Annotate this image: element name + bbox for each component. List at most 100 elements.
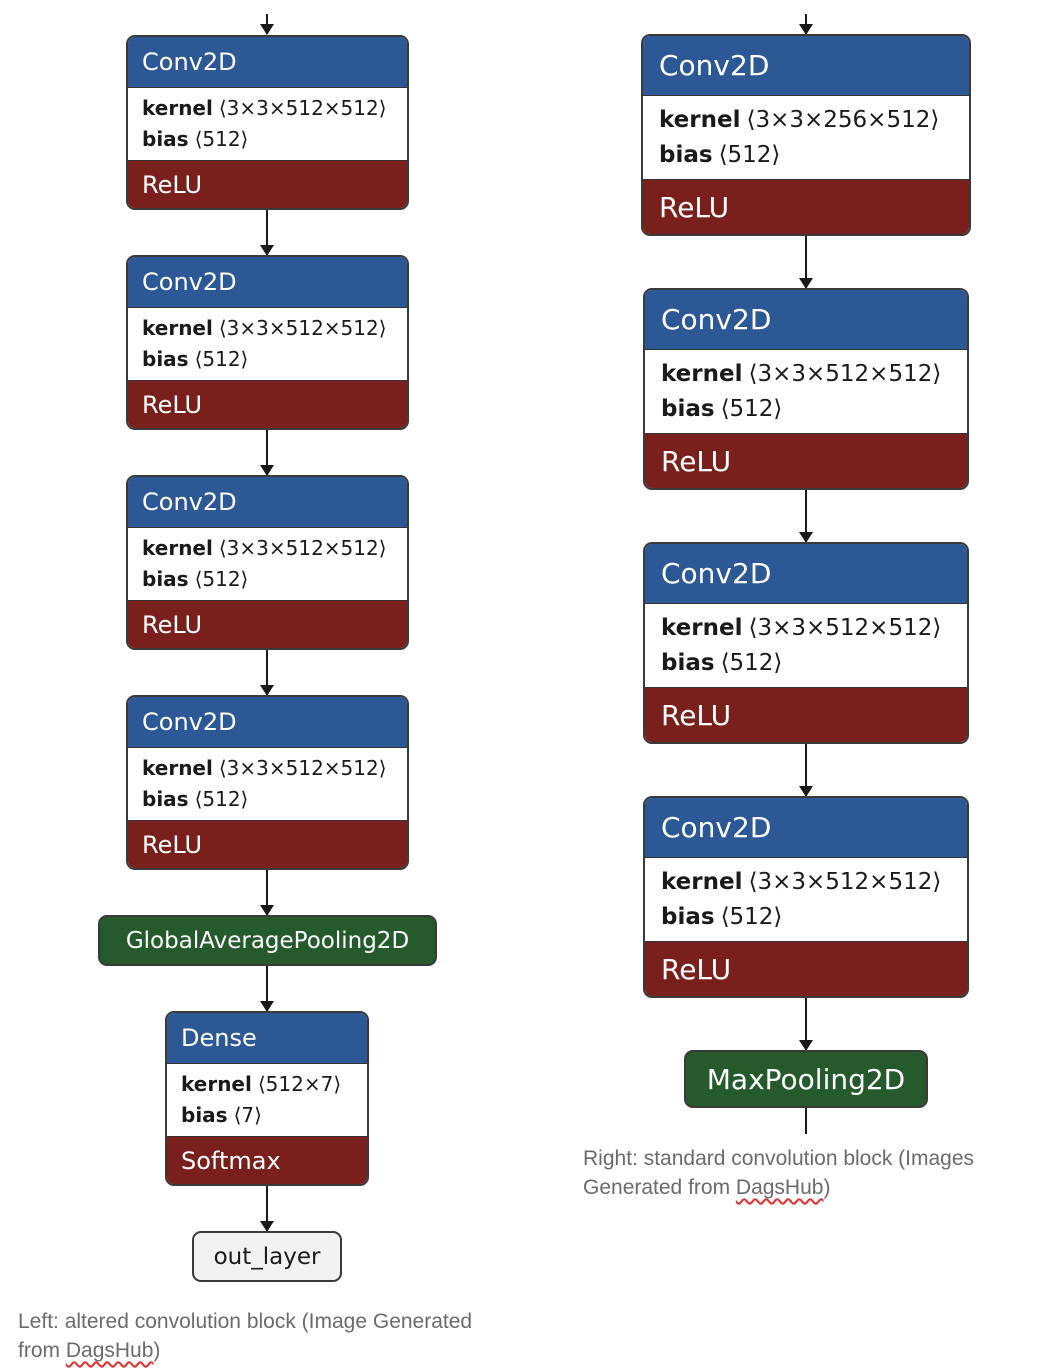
kernel-label: kernel xyxy=(142,536,213,560)
kernel-row: kernel⟨3×3×256×512⟩ xyxy=(659,103,969,138)
kernel-label: kernel xyxy=(142,756,213,780)
left-caption: Left: altered convolution block (Image G… xyxy=(18,1307,508,1365)
kernel-shape: ⟨3×3×512×512⟩ xyxy=(218,756,387,780)
arrow xyxy=(799,14,813,35)
conv2d-layer: Conv2D kernel⟨3×3×512×512⟩ bias⟨512⟩ ReL… xyxy=(126,35,409,210)
bias-row: bias⟨7⟩ xyxy=(181,1100,367,1131)
bias-label: bias xyxy=(661,395,715,422)
layer-name: Conv2D xyxy=(128,257,407,307)
bias-label: bias xyxy=(661,903,715,930)
bias-label: bias xyxy=(661,649,715,676)
layer-name: Conv2D xyxy=(128,697,407,747)
kernel-label: kernel xyxy=(659,106,741,133)
kernel-shape: ⟨3×3×512×512⟩ xyxy=(748,868,942,895)
kernel-shape: ⟨3×3×512×512⟩ xyxy=(218,96,387,120)
layer-params: kernel⟨3×3×512×512⟩ bias⟨512⟩ xyxy=(645,603,967,688)
arrow xyxy=(260,870,274,916)
layer-name: Conv2D xyxy=(645,798,967,857)
conv2d-layer: Conv2D kernel⟨3×3×512×512⟩ bias⟨512⟩ ReL… xyxy=(643,796,969,998)
activation: ReLU xyxy=(128,381,407,428)
activation: ReLU xyxy=(645,688,967,742)
caption-close: ) xyxy=(823,1176,831,1199)
connector-line xyxy=(805,1108,807,1134)
kernel-label: kernel xyxy=(661,868,743,895)
activation: ReLU xyxy=(643,180,969,234)
kernel-row: kernel⟨512×7⟩ xyxy=(181,1069,367,1100)
dense-layer: Dense kernel⟨512×7⟩ bias⟨7⟩ Softmax xyxy=(165,1011,369,1186)
bias-shape: ⟨512⟩ xyxy=(194,127,249,151)
kernel-label: kernel xyxy=(142,316,213,340)
bias-shape: ⟨512⟩ xyxy=(194,347,249,371)
bias-shape: ⟨512⟩ xyxy=(720,903,783,930)
caption-source: DagsHub xyxy=(735,1176,824,1199)
bias-shape: ⟨512⟩ xyxy=(718,141,781,168)
bias-row: bias⟨512⟩ xyxy=(661,646,967,681)
layer-params: kernel⟨3×3×512×512⟩ bias⟨512⟩ xyxy=(128,307,407,381)
bias-row: bias⟨512⟩ xyxy=(142,564,407,595)
conv2d-layer: Conv2D kernel⟨3×3×512×512⟩ bias⟨512⟩ ReL… xyxy=(643,288,969,490)
bias-shape: ⟨512⟩ xyxy=(194,567,249,591)
kernel-row: kernel⟨3×3×512×512⟩ xyxy=(142,533,407,564)
bias-shape: ⟨512⟩ xyxy=(720,649,783,676)
bias-shape: ⟨512⟩ xyxy=(720,395,783,422)
layer-params: kernel⟨3×3×512×512⟩ bias⟨512⟩ xyxy=(128,747,407,821)
activation: ReLU xyxy=(128,821,407,868)
bias-label: bias xyxy=(142,127,189,151)
arrow xyxy=(799,998,813,1051)
arrow xyxy=(260,650,274,696)
bias-label: bias xyxy=(659,141,713,168)
caption-text: Left: altered convolution block (Image G… xyxy=(18,1310,473,1362)
kernel-label: kernel xyxy=(661,360,743,387)
kernel-shape: ⟨3×3×256×512⟩ xyxy=(746,106,940,133)
bias-row: bias⟨512⟩ xyxy=(142,344,407,375)
kernel-label: kernel xyxy=(661,614,743,641)
activation: ReLU xyxy=(128,161,407,208)
conv2d-layer: Conv2D kernel⟨3×3×512×512⟩ bias⟨512⟩ ReL… xyxy=(643,542,969,744)
conv2d-layer: Conv2D kernel⟨3×3×512×512⟩ bias⟨512⟩ ReL… xyxy=(126,695,409,870)
kernel-shape: ⟨512×7⟩ xyxy=(257,1072,342,1096)
right-caption: Right: standard convolution block (Image… xyxy=(583,1144,1013,1202)
layer-params: kernel⟨3×3×512×512⟩ bias⟨512⟩ xyxy=(645,349,967,434)
arrow xyxy=(260,1186,274,1232)
kernel-label: kernel xyxy=(181,1072,252,1096)
layer-name: Conv2D xyxy=(645,544,967,603)
bias-row: bias⟨512⟩ xyxy=(661,900,967,935)
kernel-row: kernel⟨3×3×512×512⟩ xyxy=(142,93,407,124)
bias-row: bias⟨512⟩ xyxy=(142,124,407,155)
layer-name: Conv2D xyxy=(643,36,969,95)
arrow xyxy=(260,966,274,1012)
arrow xyxy=(260,210,274,256)
output-layer: out_layer xyxy=(192,1231,342,1282)
caption-source: DagsHub xyxy=(65,1339,154,1362)
arrow xyxy=(799,236,813,289)
layer-name: Dense xyxy=(167,1013,367,1063)
kernel-row: kernel⟨3×3×512×512⟩ xyxy=(661,357,967,392)
layer-name: Conv2D xyxy=(128,37,407,87)
bias-shape: ⟨7⟩ xyxy=(233,1103,262,1127)
kernel-shape: ⟨3×3×512×512⟩ xyxy=(748,614,942,641)
bias-row: bias⟨512⟩ xyxy=(659,138,969,173)
bias-shape: ⟨512⟩ xyxy=(194,787,249,811)
layer-params: kernel⟨3×3×512×512⟩ bias⟨512⟩ xyxy=(128,527,407,601)
arrow xyxy=(260,430,274,476)
caption-text: Right: standard convolution block (Image… xyxy=(583,1147,975,1199)
arrow xyxy=(260,14,274,35)
kernel-row: kernel⟨3×3×512×512⟩ xyxy=(142,753,407,784)
bias-label: bias xyxy=(142,347,189,371)
max-pooling-layer: MaxPooling2D xyxy=(684,1050,928,1108)
layer-params: kernel⟨3×3×512×512⟩ bias⟨512⟩ xyxy=(645,857,967,942)
activation: Softmax xyxy=(167,1137,367,1184)
layer-name: Conv2D xyxy=(645,290,967,349)
bias-label: bias xyxy=(142,787,189,811)
global-average-pooling-layer: GlobalAveragePooling2D xyxy=(98,915,437,966)
bias-label: bias xyxy=(142,567,189,591)
bias-label: bias xyxy=(181,1103,228,1127)
arrow xyxy=(799,744,813,797)
conv2d-layer: Conv2D kernel⟨3×3×512×512⟩ bias⟨512⟩ ReL… xyxy=(126,475,409,650)
caption-close: ) xyxy=(153,1339,161,1362)
layer-params: kernel⟨3×3×256×512⟩ bias⟨512⟩ xyxy=(643,95,969,180)
kernel-row: kernel⟨3×3×512×512⟩ xyxy=(661,611,967,646)
kernel-label: kernel xyxy=(142,96,213,120)
conv2d-layer: Conv2D kernel⟨3×3×256×512⟩ bias⟨512⟩ ReL… xyxy=(641,34,971,236)
bias-row: bias⟨512⟩ xyxy=(661,392,967,427)
